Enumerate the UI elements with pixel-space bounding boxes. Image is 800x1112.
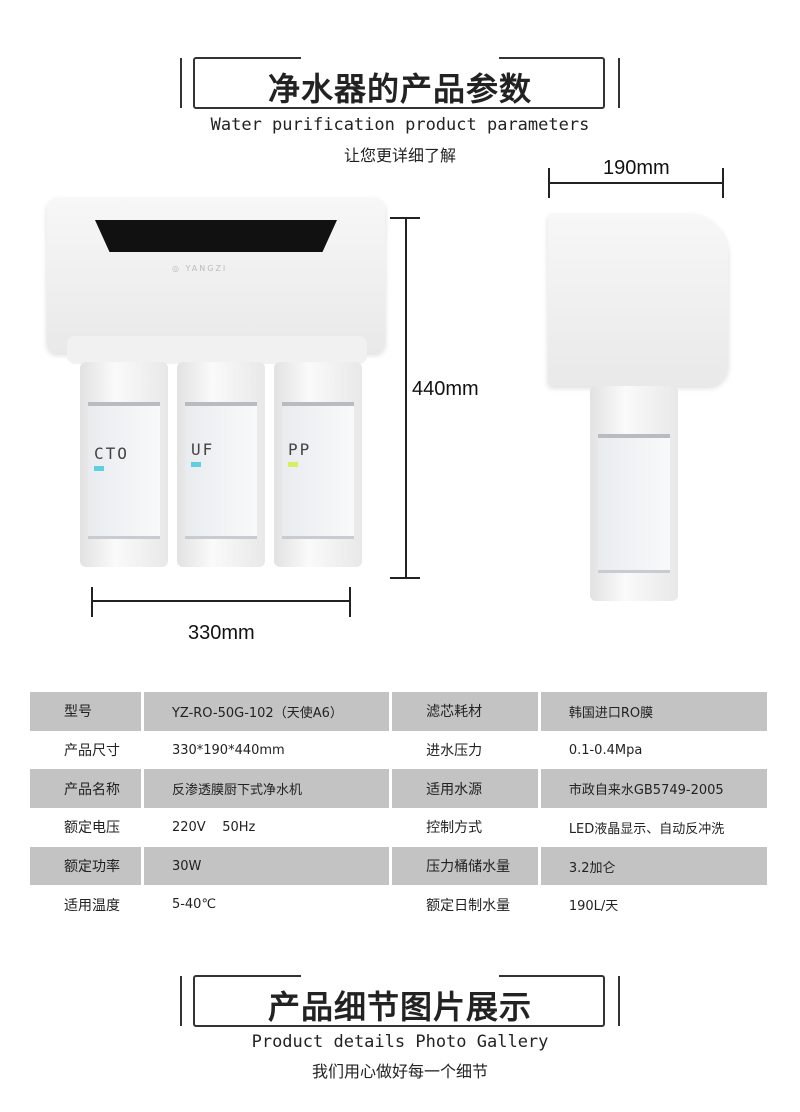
filter-base (67, 336, 367, 364)
spec-label: 额定功率 (30, 846, 144, 886)
filter-label (282, 402, 354, 539)
spec-label: 型号 (30, 692, 144, 731)
product-side-image (548, 214, 728, 386)
section-subtitle-zh: 我们用心做好每一个细节 (311, 1062, 488, 1081)
decor-bar-left (180, 58, 182, 108)
width-label: 330mm (188, 622, 255, 644)
spec-value: 220V 50Hz (142, 808, 393, 847)
spec-label: 产品尺寸 (30, 730, 144, 770)
spec-row: 产品名称反渗透膜厨下式净水机适用水源市政自来水GB5749-2005 (30, 769, 771, 809)
spec-value: 0.1-0.4Mpa (539, 730, 771, 770)
spec-value: 3.2加仑 (539, 846, 771, 886)
width-tick-left (91, 587, 93, 617)
filter-label (185, 402, 257, 539)
product-front-image: ◎ YANGZI CTO UF PP (47, 198, 387, 583)
brand-text: WATER PURIFIER (300, 38, 500, 64)
section-title: 净水器的产品参数 (267, 70, 532, 108)
spec-label: 额定日制水量 (390, 885, 541, 925)
spec-value: 反渗透膜厨下式净水机 (142, 769, 393, 809)
unit-housing: ◎ YANGZI (47, 198, 385, 353)
spec-label: 适用温度 (30, 885, 144, 925)
filter-cto: CTO (80, 362, 168, 567)
spec-value: 市政自来水GB5749-2005 (539, 769, 771, 809)
filter-uf: UF (177, 362, 265, 567)
depth-label: 190mm (603, 157, 670, 179)
brand-text: WATER PURIFIER (300, 956, 500, 982)
decor-bar-right (618, 58, 620, 108)
depth-dimension-line (548, 182, 723, 184)
height-dimension-line (405, 218, 407, 578)
spec-value: 330*190*440mm (142, 730, 393, 770)
spec-value: 190L/天 (539, 885, 771, 925)
spec-value: 5-40℃ (142, 885, 393, 925)
filter-name: PP (288, 440, 312, 459)
brand-heading: WATER PURIFIER (0, 956, 800, 983)
section-title: 产品细节图片展示 (267, 988, 532, 1026)
spec-label: 适用水源 (390, 769, 541, 809)
decor-bar-right (618, 976, 620, 1026)
width-tick-right (349, 587, 351, 617)
display-panel (95, 220, 337, 252)
spec-label: 额定电压 (30, 808, 144, 847)
spec-value: 韩国进口RO膜 (539, 692, 771, 731)
spec-label: 控制方式 (390, 808, 541, 847)
decor-bar-left (180, 976, 182, 1026)
section-subtitle-zh: 让您更详细了解 (343, 146, 456, 165)
depth-tick-left (548, 168, 550, 198)
section-subtitle-en: Product details Photo Gallery (251, 1032, 549, 1052)
filter-color-swatch (94, 466, 104, 471)
spec-value: 30W (142, 846, 393, 886)
filter-color-swatch (191, 462, 201, 467)
filter-side (590, 386, 678, 601)
spec-value: YZ-RO-50G-102（天使A6） (142, 692, 393, 731)
filter-name: UF (191, 440, 215, 459)
spec-label: 压力桶储水量 (390, 846, 541, 886)
spec-label: 滤芯耗材 (390, 692, 541, 731)
spec-label: 进水压力 (390, 730, 541, 770)
filter-color-swatch (288, 462, 298, 467)
depth-tick-right (722, 168, 724, 198)
height-tick-top (390, 217, 420, 219)
brand-logo: ◎ YANGZI (172, 264, 228, 273)
height-tick-bottom (390, 577, 420, 579)
height-label: 440mm (412, 378, 479, 400)
filter-name: CTO (94, 444, 129, 463)
brand-heading: WATER PURIFIER (0, 38, 800, 65)
spec-label: 产品名称 (30, 769, 144, 809)
filter-pp: PP (274, 362, 362, 567)
spec-value: LED液晶显示、自动反冲洗 (539, 808, 771, 847)
filter-label (598, 434, 670, 573)
section-subtitle-en: Water purification product parameters (210, 115, 590, 135)
width-dimension-line (92, 600, 350, 602)
